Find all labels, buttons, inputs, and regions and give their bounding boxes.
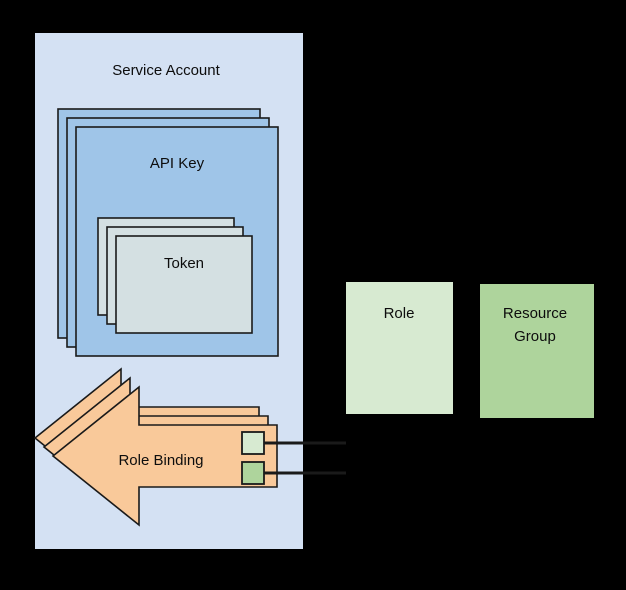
role-binding-body xyxy=(51,385,278,527)
resource-group-body xyxy=(480,284,594,418)
node-role-binding[interactable]: Role Binding xyxy=(33,367,278,527)
connectors xyxy=(264,441,346,475)
role-label: Role xyxy=(384,305,415,322)
api-key-label: API Key xyxy=(150,155,205,172)
node-token[interactable]: Token xyxy=(97,217,253,334)
role-binding-label: Role Binding xyxy=(118,452,203,469)
token-label: Token xyxy=(164,255,204,272)
node-resource-group[interactable]: Resource Group xyxy=(480,284,594,418)
resource-group-label-line-1: Resource xyxy=(503,305,567,322)
resource-group-port[interactable] xyxy=(241,461,265,485)
role-port[interactable] xyxy=(241,431,265,455)
role-body xyxy=(346,282,453,414)
resource-group-label-line-2: Group xyxy=(514,328,556,345)
service-account-label: Service Account xyxy=(112,62,220,79)
token-body xyxy=(115,235,253,334)
node-role[interactable]: Role xyxy=(346,282,453,414)
node-api-key[interactable]: API Key Token xyxy=(57,108,279,357)
